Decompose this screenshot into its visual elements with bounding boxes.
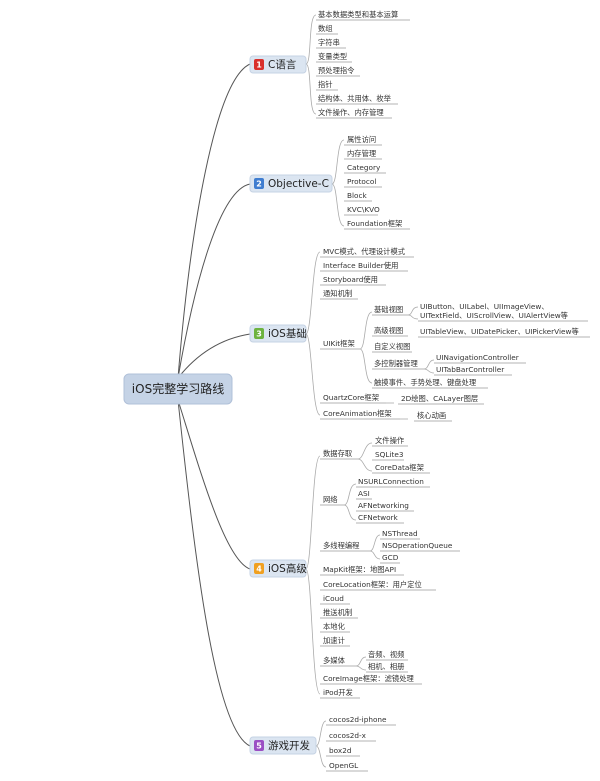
root-node: iOS完整学习路线	[123, 373, 233, 405]
ios-advanced-items: 数据存取 网络 多线程编程 MapKit框架：地图API CoreLocatio…	[320, 449, 436, 699]
uikit-advanced-views: 高级视图	[374, 326, 403, 335]
adv-item-multimedia: 多媒体	[323, 656, 346, 665]
branch-ios-basics: 3 iOS基础 MVC模式、代理设计模式 Interface Builder使用…	[249, 247, 590, 422]
quartz-subtree: 2D绘图、CALayer图层 核心动画	[386, 394, 484, 422]
threads-nsthread: NSThread	[382, 529, 418, 538]
adv-item-network: 网络	[323, 495, 338, 504]
objc-item-memory: 内存管理	[347, 149, 377, 158]
adv-item-ipod: iPod开发	[323, 688, 354, 697]
c-item-arrays: 数组	[318, 24, 333, 33]
media-camera-album: 相机、相册	[368, 662, 404, 671]
uikit-tabbar-controller: UITabBarController	[436, 365, 504, 374]
objc-item-protocol: Protocol	[347, 177, 376, 186]
branch-4-label: iOS高级	[268, 562, 307, 575]
c-item-strings: 字符串	[318, 38, 340, 47]
uikit-multi-controller: 多控制器管理	[374, 359, 418, 368]
core-animation-detail: 核心动画	[417, 411, 446, 420]
uikit-touch-events: 触摸事件、手势处理、键盘处理	[374, 378, 477, 387]
adv-item-mapkit: MapKit框架：地图API	[323, 565, 396, 574]
network-asi: ASI	[358, 489, 370, 498]
network-afnetworking: AFNetworking	[358, 501, 409, 510]
basics-item-mvc: MVC模式、代理设计模式	[323, 247, 406, 256]
game-item-opengl: OpenGL	[329, 761, 359, 770]
quartz-detail: 2D绘图、CALayer图层	[401, 394, 478, 403]
branch-3-label: iOS基础	[268, 327, 307, 340]
branch-c-language: 1 C语言 基本数据类型和基本运算 数组 字符串 变量类型 预处理指令 指针 结…	[249, 10, 410, 119]
adv-item-accelerometer: 加速计	[323, 636, 345, 645]
storage-file-ops: 文件操作	[375, 436, 405, 445]
badge-2-number: 2	[256, 180, 262, 189]
uikit-nav-controller: UINavigationController	[436, 353, 519, 362]
objc-item-foundation: Foundation框架	[347, 219, 402, 228]
media-audio-video: 音频、视频	[368, 650, 405, 659]
basics-item-quartzcore: QuartzCore框架	[323, 393, 379, 402]
c-item-preprocessor: 预处理指令	[318, 66, 355, 75]
adv-item-localization: 本地化	[323, 622, 346, 631]
c-language-items: 基本数据类型和基本运算 数组 字符串 变量类型 预处理指令 指针 结构体、共用体…	[316, 10, 410, 119]
badge-4	[254, 563, 264, 574]
uikit-basic-views-line1: UIButton、UILabel、UIImageView、	[420, 302, 549, 311]
adv-item-multithreading: 多线程编程	[323, 541, 360, 550]
media-subtree: 音频、视频 相机、相册	[355, 650, 408, 673]
branch-game-dev: 5 游戏开发 cocos2d-iphone cocos2d-x box2d Op…	[249, 715, 396, 772]
basics-item-storyboard: Storyboard使用	[323, 275, 378, 284]
branch-objective-c: 2 Objective-C 属性访问 内存管理 Category Protoco…	[249, 135, 410, 230]
objc-item-kvc-kvo: KVC\KVO	[347, 205, 380, 214]
storage-coredata: CoreData框架	[375, 463, 424, 472]
adv-item-coreimage: CoreImage框架：滤镜处理	[323, 674, 415, 683]
network-subtree: NSURLConnection ASI AFNetworking CFNetwo…	[343, 477, 430, 524]
basics-item-notification: 通知机制	[323, 289, 352, 298]
basics-item-interface-builder: Interface Builder使用	[323, 261, 398, 270]
adv-item-corelocation: CoreLocation框架：用户定位	[323, 580, 422, 589]
adv-item-storage: 数据存取	[323, 449, 353, 458]
c-item-basic-types: 基本数据类型和基本运算	[318, 10, 398, 19]
badge-3	[254, 328, 264, 339]
game-dev-items: cocos2d-iphone cocos2d-x box2d OpenGL	[326, 715, 396, 772]
uikit-basic-views: 基础视图	[374, 305, 403, 314]
branch-5-label: 游戏开发	[268, 739, 310, 752]
uikit-advanced-views-detail: UITableView、UIDatePicker、UIPickerView等	[420, 327, 579, 336]
badge-2	[254, 178, 264, 189]
storage-subtree: 文件操作 SQLite3 CoreData框架	[357, 436, 430, 474]
basics-item-core-animation: CoreAnimation框架	[323, 409, 392, 418]
branch-ios-advanced: 4 iOS高级 数据存取 网络 多线程编程 MapKit框架：地图API Cor…	[249, 436, 460, 699]
uikit-basic-views-line2: UITextField、UIScrollView、UIAlertView等	[420, 311, 568, 320]
c-item-structs: 结构体、共用体、枚举	[318, 94, 392, 103]
branch-2-label: Objective-C	[268, 178, 329, 190]
badge-3-number: 3	[256, 330, 262, 339]
game-item-cocos2d-x: cocos2d-x	[329, 731, 367, 740]
objc-items: 属性访问 内存管理 Category Protocol Block KVC\KV…	[344, 135, 410, 230]
ios-basics-items: MVC模式、代理设计模式 Interface Builder使用 Storybo…	[320, 247, 414, 420]
network-nsurlconnection: NSURLConnection	[358, 477, 424, 486]
badge-5	[254, 740, 264, 751]
badge-5-number: 5	[256, 742, 262, 751]
storage-sqlite: SQLite3	[375, 450, 404, 459]
objc-item-category: Category	[347, 163, 381, 172]
basics-item-uikit: UIKit框架	[323, 339, 355, 348]
threads-subtree: NSThread NSOperationQueue GCD	[369, 529, 460, 564]
badge-1	[254, 59, 264, 70]
game-item-cocos2d-iphone: cocos2d-iphone	[329, 715, 387, 724]
adv-item-icloud: iCoud	[323, 594, 344, 603]
badge-1-number: 1	[256, 61, 262, 70]
branch-1-label: C语言	[268, 58, 296, 71]
c-item-file-memory: 文件操作、内存管理	[318, 108, 384, 117]
badge-4-number: 4	[256, 565, 262, 574]
objc-item-block: Block	[347, 191, 368, 200]
objc-item-properties: 属性访问	[347, 135, 376, 144]
c-item-pointers: 指针	[318, 80, 333, 89]
network-cfnetwork: CFNetwork	[358, 513, 399, 522]
adv-item-push: 推送机制	[323, 608, 352, 617]
game-item-box2d: box2d	[329, 746, 351, 755]
c-item-variables: 变量类型	[318, 52, 347, 61]
root-connectors	[177, 63, 251, 747]
uikit-subtree: 基础视图 UIButton、UILabel、UIImageView、 UITex…	[359, 302, 590, 389]
root-label: iOS完整学习路线	[132, 381, 224, 396]
threads-gcd: GCD	[382, 553, 399, 562]
uikit-custom-views: 自定义视图	[374, 342, 410, 351]
threads-nsoperationqueue: NSOperationQueue	[382, 541, 453, 550]
